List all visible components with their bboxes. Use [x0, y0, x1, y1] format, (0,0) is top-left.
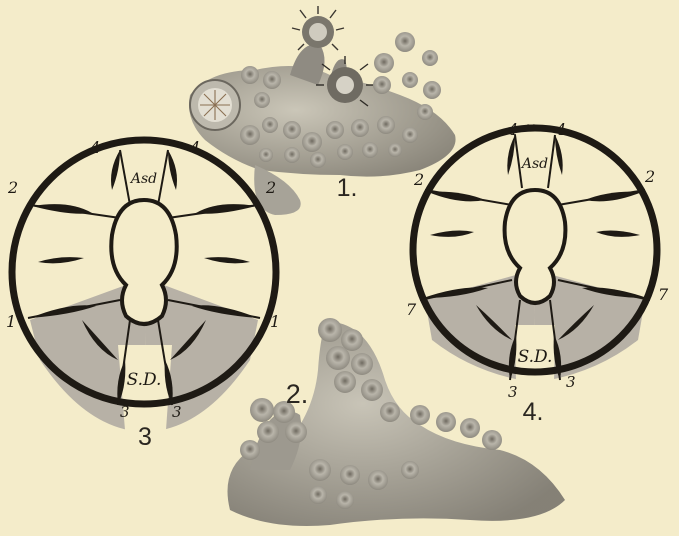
number-label: 2 [413, 170, 424, 189]
pharynx [111, 200, 176, 324]
number-label: 3 [566, 373, 576, 391]
number-label: 2 [644, 167, 655, 186]
dash-mark: ⌣ [527, 117, 535, 131]
number-label: 3 [508, 383, 518, 401]
number-label: 2 [265, 178, 276, 197]
sd-label: S.D. [518, 347, 553, 367]
figure-4-label: 4. [523, 398, 544, 426]
number-label: 4 [507, 120, 518, 139]
number-label: 7 [658, 285, 669, 304]
figure-2-label: 2. [286, 379, 309, 409]
figure-3-label: 3 [138, 423, 152, 451]
number-label: 4 [189, 138, 200, 157]
figure-1-label: 1. [337, 174, 358, 202]
number-label: 4 [89, 138, 100, 157]
number-label: 3 [120, 403, 130, 421]
number-label: 1 [6, 312, 16, 331]
asd-label: Asd [129, 171, 157, 187]
asd-label: Asd [520, 156, 548, 172]
expanded-polyp [190, 80, 240, 130]
number-label: 4 [555, 120, 566, 139]
number-label: 3 [172, 403, 182, 421]
number-label: 2 [7, 178, 18, 197]
number-label: 7 [406, 300, 417, 319]
number-label: 1 [270, 312, 280, 331]
sd-label: S.D. [127, 370, 162, 390]
